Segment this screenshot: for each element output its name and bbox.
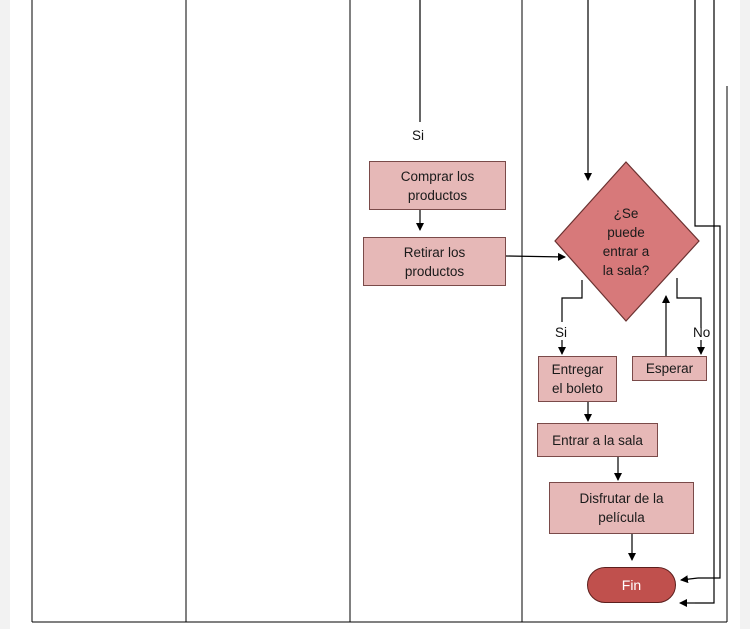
swimlane-dividers [31, 0, 728, 623]
process-comprar-productos: Comprar los productos [369, 161, 506, 210]
process-disfrutar-pelicula: Disfrutar de la película [549, 482, 694, 534]
label-si-top: Si [412, 128, 425, 143]
arrow-decision-si-branch [561, 280, 583, 322]
process-esperar: Esperar [632, 356, 707, 381]
label-no-decision: No [693, 325, 711, 340]
arrow-outer-to-fin-1 [694, 0, 721, 579]
decision-diamond [554, 161, 700, 322]
process-entregar-boleto: Entregar el boleto [538, 356, 617, 402]
process-retirar-productos: Retirar los productos [363, 237, 506, 286]
process-entrar-sala: Entrar a la sala [537, 423, 658, 457]
arrow-outer-to-fin-1-head [680, 575, 699, 584]
arrow-retirar-to-decision [505, 252, 566, 261]
decision-text: ¿Se puede entrar a la sala? [602, 206, 650, 278]
arrow-decision-no-branch [676, 278, 702, 328]
label-si-decision: Si [555, 325, 568, 340]
flow-arrows [416, 0, 721, 607]
arrow-outer-to-fin-2 [695, 0, 715, 604]
terminal-fin: Fin [587, 567, 676, 603]
